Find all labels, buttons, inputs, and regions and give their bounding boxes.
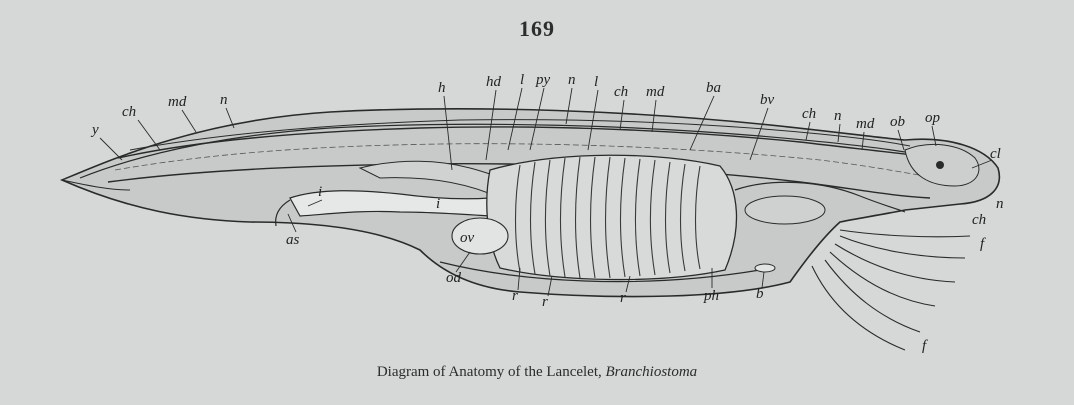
caption-genus: Branchiostoma — [606, 364, 698, 380]
label-y: y — [90, 122, 99, 138]
label-b: b — [756, 286, 764, 302]
label-f2: f — [922, 338, 928, 354]
label-ch-left: ch — [122, 104, 136, 120]
label-op: op — [925, 110, 941, 126]
label-f1: f — [980, 236, 986, 252]
label-n-far: n — [996, 196, 1004, 212]
label-h: h — [438, 80, 446, 96]
oral-cirri — [812, 230, 970, 350]
atriopore — [755, 264, 775, 272]
mouth-opening — [745, 196, 825, 224]
label-ph: ph — [703, 288, 719, 304]
label-r1: r — [512, 288, 518, 304]
figure-caption: Diagram of Anatomy of the Lancelet, Bran… — [0, 364, 1074, 381]
label-md-mid: md — [646, 84, 665, 100]
label-md-left: md — [168, 94, 187, 110]
label-py: py — [535, 72, 551, 88]
label-r3: r — [620, 290, 626, 306]
label-ch-mid: ch — [614, 84, 628, 100]
label-md-right: md — [856, 116, 875, 132]
eye-spot — [936, 161, 944, 169]
label-as: as — [286, 232, 300, 248]
label-i1: i — [318, 184, 322, 200]
label-ov: ov — [460, 230, 475, 246]
label-ob: ob — [890, 114, 906, 130]
label-l2: l — [594, 74, 598, 90]
label-od: od — [446, 270, 462, 286]
label-hd: hd — [486, 74, 502, 90]
label-i2: i — [436, 196, 440, 212]
label-r2: r — [542, 294, 548, 310]
label-n-right: n — [834, 108, 842, 124]
label-ch-right: ch — [802, 106, 816, 122]
label-n-left: n — [220, 92, 228, 108]
caption-text: Diagram of Anatomy of the Lancelet, — [377, 364, 606, 380]
label-l1: l — [520, 72, 524, 88]
label-bv: bv — [760, 92, 775, 108]
label-n-mid: n — [568, 72, 576, 88]
label-ba: ba — [706, 80, 721, 96]
label-cl: cl — [990, 146, 1001, 162]
label-ch-far: ch — [972, 212, 986, 228]
